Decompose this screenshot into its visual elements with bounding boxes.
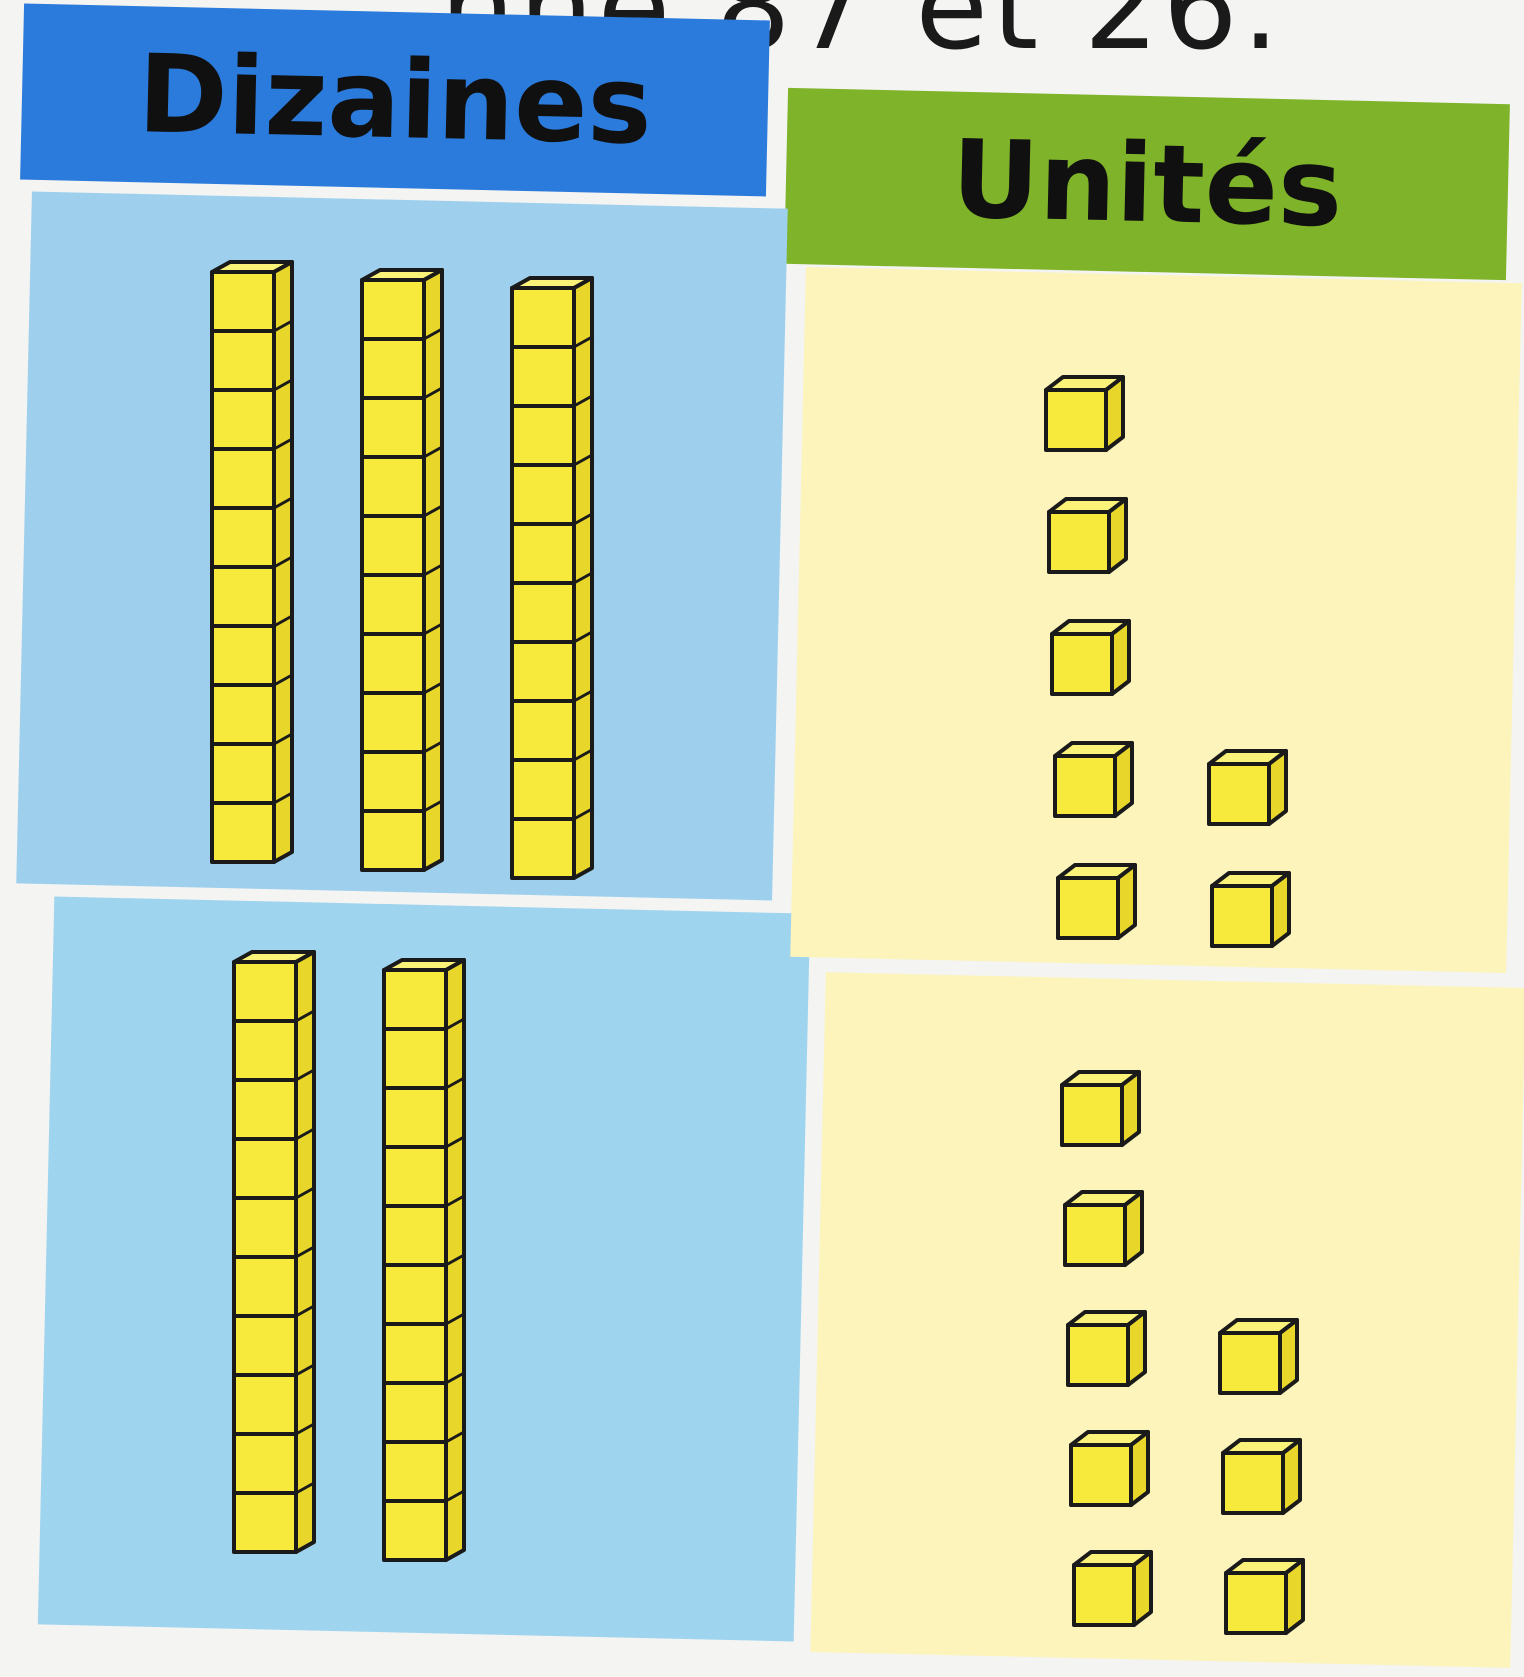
unit-cube-row-2-8 — [1224, 1558, 1305, 1635]
unit-cube-row-2-2 — [1063, 1190, 1144, 1267]
unit-cube-row-1-2 — [1047, 497, 1128, 574]
unit-cube-row-1-7 — [1210, 871, 1291, 948]
unit-cube-row-1-3 — [1050, 619, 1131, 696]
unit-cube-row-2-7 — [1221, 1438, 1302, 1515]
tens-rod-row-1-2 — [360, 268, 444, 872]
unit-cube-row-1-4 — [1053, 741, 1134, 818]
unit-cube-row-2-1 — [1060, 1070, 1141, 1147]
unit-cube-row-2-5 — [1072, 1550, 1153, 1627]
tens-rod-row-2-2 — [382, 958, 466, 1562]
tens-rod-row-1-1 — [210, 260, 294, 864]
tens-rod-row-2-1 — [232, 950, 316, 1554]
unit-cube-row-1-1 — [1044, 375, 1125, 452]
unit-cube-row-2-4 — [1069, 1430, 1150, 1507]
unit-cube-row-1-6 — [1207, 749, 1288, 826]
unit-cube-row-2-6 — [1218, 1318, 1299, 1395]
unit-cube-row-1-5 — [1056, 863, 1137, 940]
tens-rod-row-1-3 — [510, 276, 594, 880]
unit-cube-row-2-3 — [1066, 1310, 1147, 1387]
